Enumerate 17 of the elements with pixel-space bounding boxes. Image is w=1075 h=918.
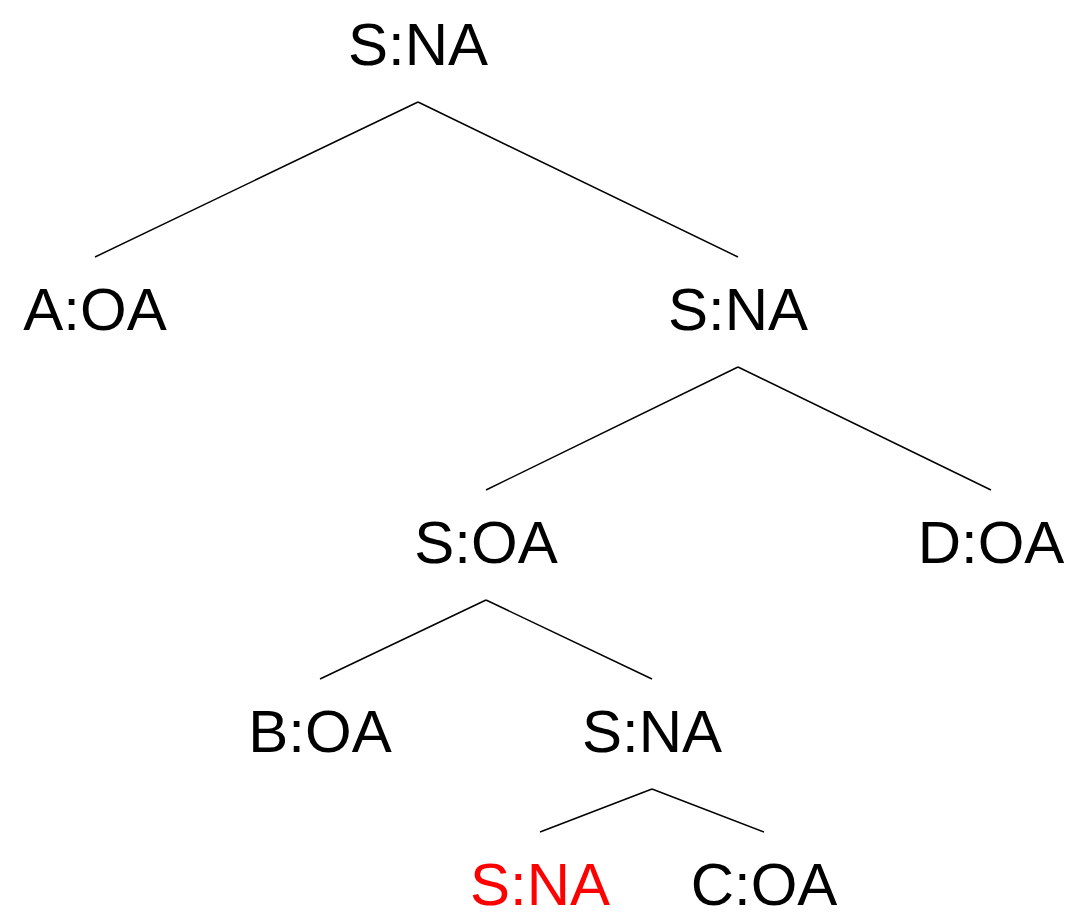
node-label: S:NA [582, 679, 722, 789]
node-label: A:OA [23, 257, 167, 341]
tree-edge-line [539, 788, 653, 833]
node-label: D:OA [917, 490, 1065, 574]
tree-edge-line [485, 366, 739, 491]
tree-edge-line [417, 101, 739, 258]
node-label: B:OA [248, 679, 392, 763]
tree-edge-line [651, 788, 765, 833]
node-label: S:NA [348, 0, 488, 102]
node-label: S:NA [668, 257, 808, 367]
tree-edge-line [737, 366, 992, 491]
tree-edge-line [94, 101, 419, 258]
tree-edge-line [485, 599, 653, 680]
tree-edge-line [319, 599, 487, 680]
node-label: S:OA [414, 490, 558, 600]
node-label: S:NA [470, 832, 610, 916]
node-label: C:OA [690, 832, 838, 916]
